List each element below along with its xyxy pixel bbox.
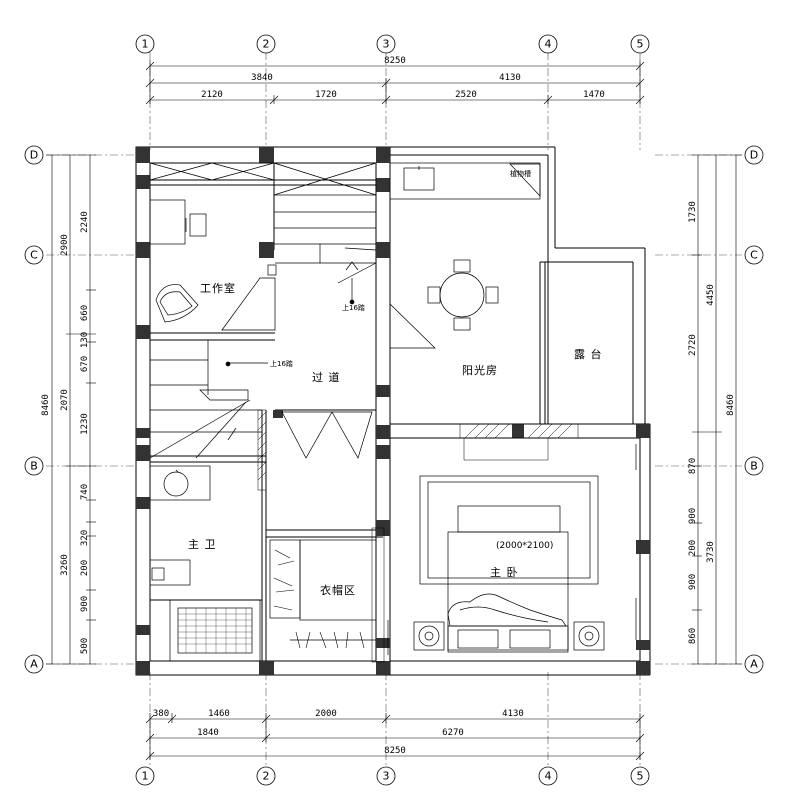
dim-left-l2-j: 500 bbox=[80, 638, 90, 654]
axis-label-col-5-bottom: 5 bbox=[637, 770, 644, 783]
dim-left-l2-d: 670 bbox=[80, 356, 90, 372]
dimension-lines-bottom bbox=[145, 713, 645, 761]
dim-top-l2-b: 1720 bbox=[315, 90, 337, 100]
axis-label-row-a-right: A bbox=[750, 658, 758, 671]
dim-right-l1-a: 4450 bbox=[706, 284, 716, 306]
dim-left-l2-g: 320 bbox=[80, 530, 90, 546]
master-bath-fixtures bbox=[149, 465, 261, 662]
dimension-lines-left bbox=[46, 154, 96, 665]
dim-bottom-l1-d: 4130 bbox=[502, 709, 524, 719]
axis-bubbles-left bbox=[24, 145, 44, 674]
axis-label-col-5-top: 5 bbox=[637, 38, 644, 51]
dim-left-l1-c: 3260 bbox=[60, 554, 70, 576]
dim-bottom-l1-a: 380 bbox=[153, 709, 169, 719]
axis-bubbles-right bbox=[744, 145, 764, 674]
room-label-master-bath: 主 卫 bbox=[188, 538, 217, 551]
axis-label-row-c-left: C bbox=[30, 249, 38, 262]
dim-right-l2-f: 900 bbox=[688, 574, 698, 590]
dim-bottom-l1-c: 2000 bbox=[315, 709, 337, 719]
dim-top-l2-c: 2520 bbox=[455, 90, 477, 100]
axis-label-row-b-right: B bbox=[750, 460, 758, 473]
axis-label-row-d-left: D bbox=[30, 149, 38, 162]
dim-left-l2-e: 1230 bbox=[80, 413, 90, 435]
axis-label-row-d-right: D bbox=[750, 149, 758, 162]
axis-label-col-2-bottom: 2 bbox=[263, 770, 270, 783]
dim-left-l1-b: 2070 bbox=[60, 389, 70, 411]
axis-label-col-3-top: 3 bbox=[383, 38, 390, 51]
dim-right-l2-d: 900 bbox=[688, 508, 698, 524]
room-label-cloakroom: 衣帽区 bbox=[320, 583, 356, 597]
dim-top-l2-a: 2120 bbox=[201, 90, 223, 100]
dimension-lines-top bbox=[145, 60, 645, 105]
dim-left-l2-h: 200 bbox=[80, 560, 90, 576]
room-label-sunroom: 阳光房 bbox=[462, 363, 498, 377]
dim-left-l1-a: 2900 bbox=[60, 234, 70, 256]
dim-right-l2-b: 2720 bbox=[688, 334, 698, 356]
room-label-master-bedroom: 主 卧 bbox=[490, 566, 519, 579]
axis-label-col-3-bottom: 3 bbox=[383, 770, 390, 783]
axis-label-col-4-top: 4 bbox=[545, 38, 552, 51]
dim-right-l2-c: 870 bbox=[688, 458, 698, 474]
axis-label-col-4-bottom: 4 bbox=[545, 770, 552, 783]
axis-label-col-2-top: 2 bbox=[263, 38, 270, 51]
planter-label: 植物槽 bbox=[510, 169, 531, 178]
room-label-study: 工作室 bbox=[200, 281, 236, 295]
dim-top-total: 8250 bbox=[384, 56, 406, 66]
dim-right-l1-b: 3730 bbox=[706, 541, 716, 563]
stair-annotation-up-1: 上16踏 bbox=[342, 303, 365, 312]
stair-corridor bbox=[149, 244, 436, 459]
dim-bottom-l2-a: 1840 bbox=[197, 728, 219, 738]
master-bedroom-furniture bbox=[387, 444, 637, 655]
room-label-terrace: 露 台 bbox=[574, 347, 603, 361]
dim-bottom-l2-b: 6270 bbox=[442, 728, 464, 738]
dim-left-l2-f: 740 bbox=[80, 484, 90, 500]
dim-left-l2-a: 2240 bbox=[80, 211, 90, 233]
structural-columns bbox=[136, 147, 650, 675]
dim-top-l1-a: 3840 bbox=[251, 73, 273, 83]
dim-right-l2-a: 1730 bbox=[688, 201, 698, 223]
dim-top-l1-b: 4130 bbox=[499, 73, 521, 83]
dimension-lines-right bbox=[692, 154, 742, 665]
axis-bubbles-bottom bbox=[135, 766, 650, 786]
axis-label-col-1-top: 1 bbox=[142, 38, 149, 51]
axis-label-row-b-left: B bbox=[30, 460, 38, 473]
dim-left-total: 8460 bbox=[41, 394, 51, 416]
dim-top-l2-d: 1470 bbox=[583, 90, 605, 100]
stair-annotation-up-2: 上16踏 bbox=[270, 359, 293, 368]
dim-right-l2-e: 200 bbox=[688, 540, 698, 556]
cloakroom-fixtures bbox=[269, 539, 377, 649]
dim-left-l2-b: 660 bbox=[80, 305, 90, 321]
dim-right-l2-g: 860 bbox=[688, 628, 698, 644]
dim-bottom-total: 8250 bbox=[384, 746, 406, 756]
study-furniture bbox=[149, 162, 377, 323]
bed-size-label: (2000*2100) bbox=[496, 541, 553, 551]
sunroom-furniture bbox=[389, 162, 541, 331]
dim-right-total: 8460 bbox=[726, 394, 736, 416]
axis-bubbles-top bbox=[135, 34, 650, 54]
room-label-corridor: 过 道 bbox=[312, 370, 341, 384]
hatched-walls bbox=[257, 409, 579, 663]
axis-label-row-c-right: C bbox=[750, 249, 758, 262]
dim-bottom-l1-b: 1460 bbox=[208, 709, 230, 719]
axis-label-row-a-left: A bbox=[30, 658, 38, 671]
dim-left-l2-c: 130 bbox=[80, 332, 90, 348]
walls bbox=[135, 146, 651, 676]
dim-left-l2-i: 900 bbox=[80, 596, 90, 612]
axis-label-col-1-bottom: 1 bbox=[142, 770, 149, 783]
